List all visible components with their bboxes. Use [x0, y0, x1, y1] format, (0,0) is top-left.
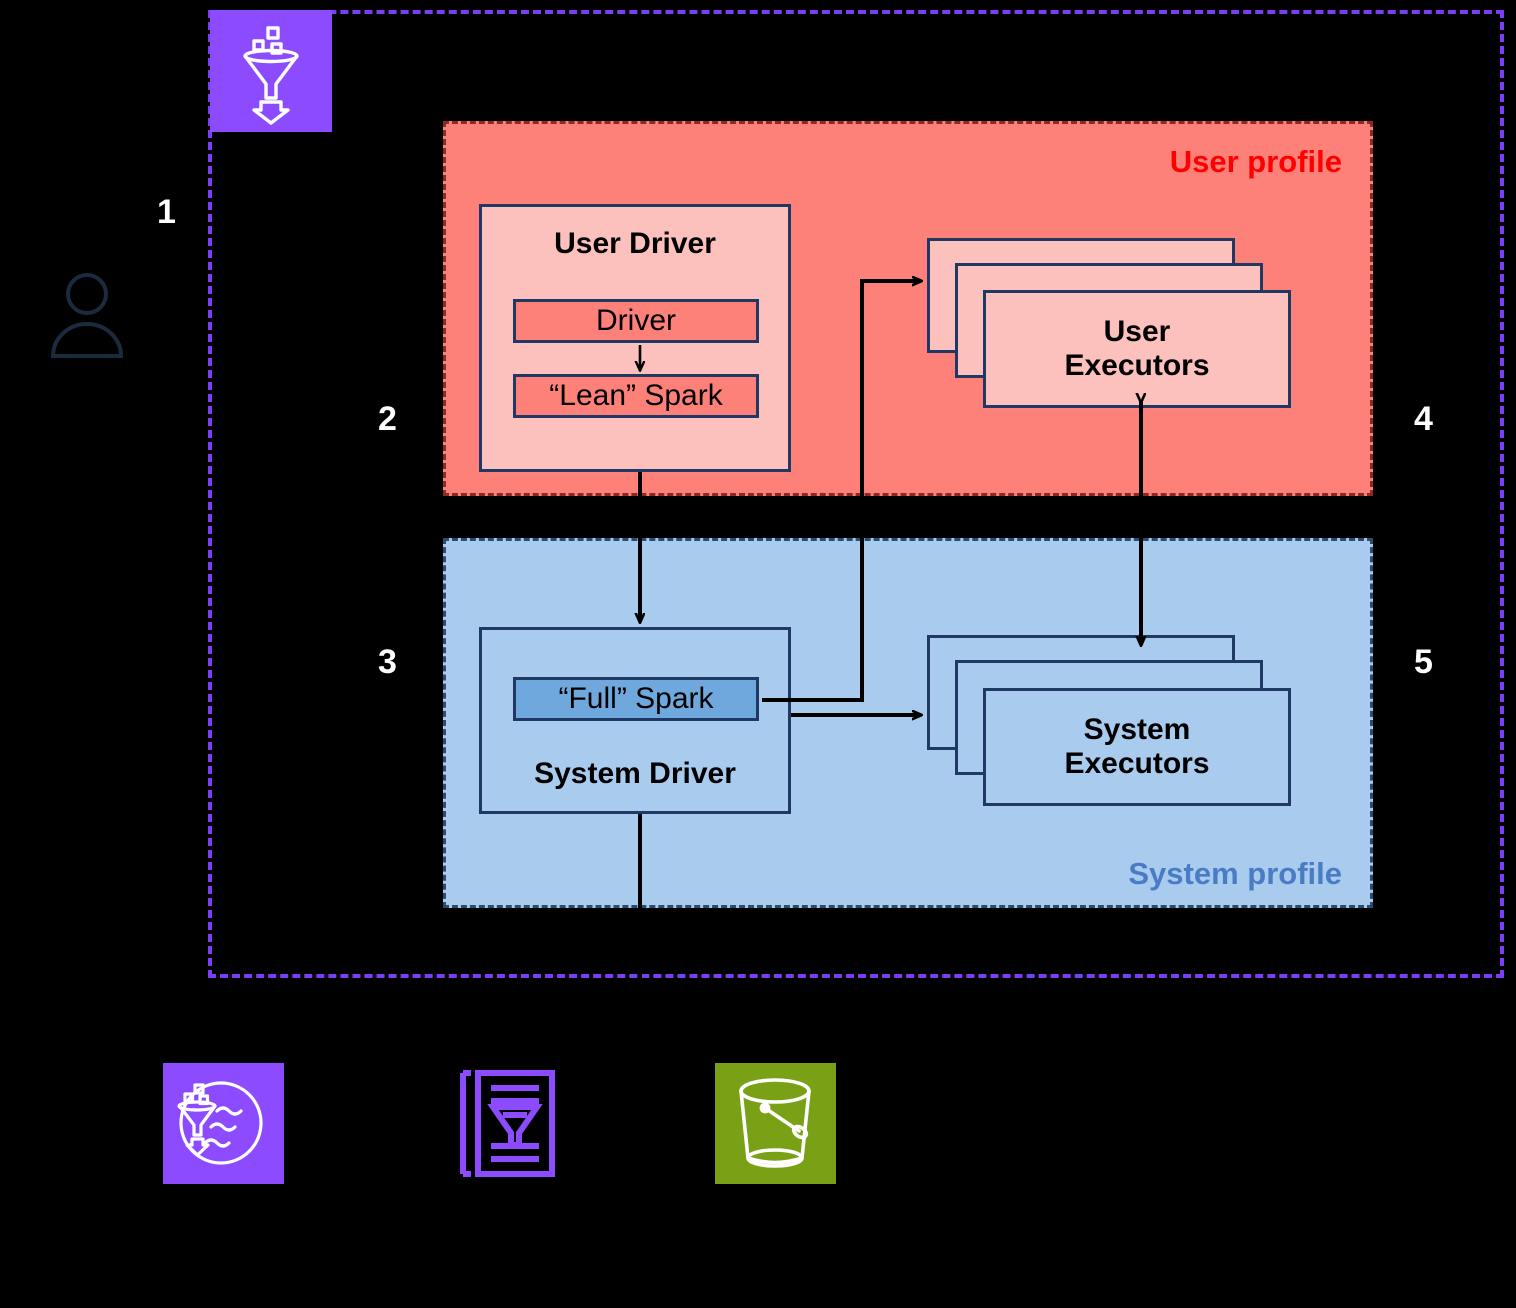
user-person-icon: [47, 272, 127, 358]
lean-spark-box: “Lean” Spark: [513, 374, 759, 418]
user-driver-title: User Driver: [554, 227, 716, 260]
system-driver-title: System Driver: [534, 757, 736, 790]
step-number-2: 2: [378, 400, 397, 438]
s3-bucket-icon: [715, 1063, 836, 1184]
step-number-4: 4: [1414, 400, 1433, 438]
system-profile-label: System profile: [1128, 856, 1342, 891]
step-number-1: 1: [157, 193, 176, 231]
glue-funnel-icon: [210, 10, 332, 132]
step-number-5: 5: [1414, 643, 1433, 681]
glue-data-lake-icon: [163, 1063, 284, 1184]
user-profile-label: User profile: [1169, 144, 1342, 179]
driver-inner-box: Driver: [513, 299, 759, 343]
glue-job-script-icon: [447, 1063, 568, 1184]
step-number-3: 3: [378, 643, 397, 681]
full-spark-box: “Full” Spark: [513, 677, 759, 721]
